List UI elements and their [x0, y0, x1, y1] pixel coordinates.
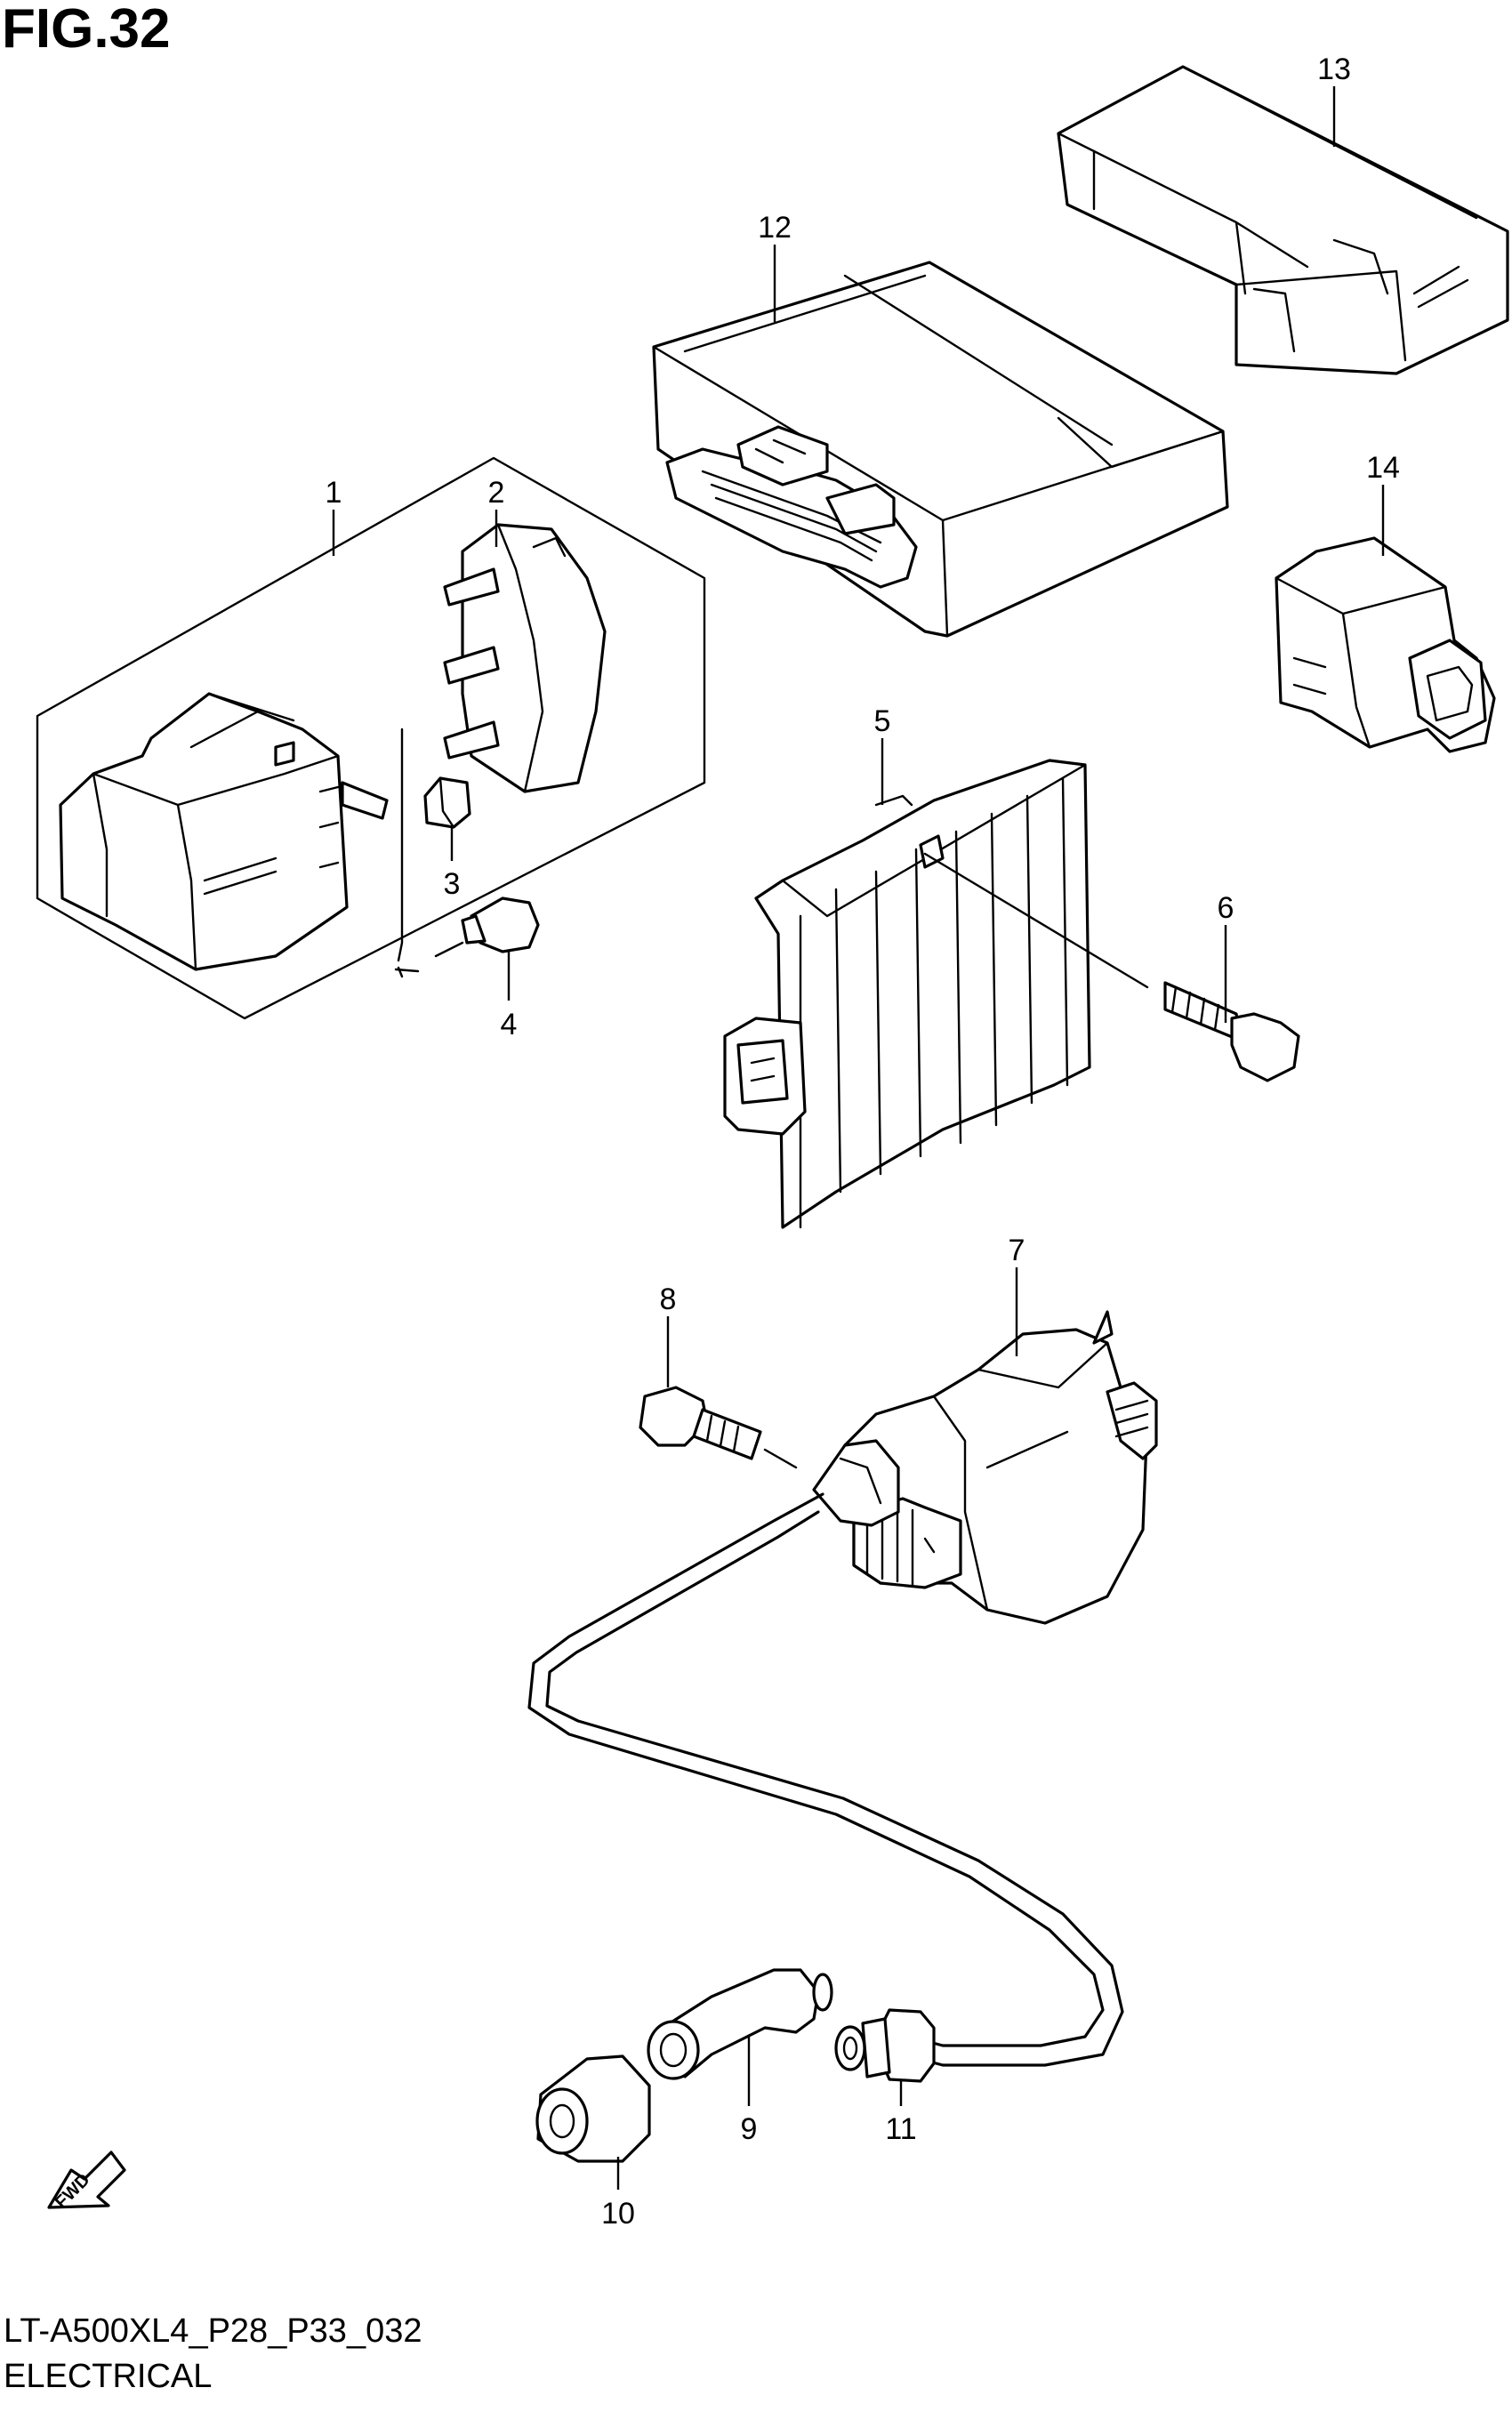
callout-14: 14 [1366, 451, 1400, 485]
callout-4: 4 [501, 1008, 518, 1041]
part-1-relay-group[interactable] [36, 456, 706, 1020]
part-3-fuse[interactable] [423, 776, 471, 829]
callout-10: 10 [601, 2197, 635, 2231]
part-11-cable-cap[interactable] [834, 2008, 936, 2083]
callout-12: 12 [758, 211, 792, 245]
part-10-plug-cover[interactable] [535, 2054, 651, 2163]
callout-1: 1 [326, 476, 342, 510]
callout-6: 6 [1218, 891, 1235, 925]
part-5-to-6-alignment-line [923, 852, 1149, 989]
figure-title: FIG.32 [2, 0, 171, 60]
part-2-fuse-holder[interactable] [443, 523, 607, 793]
callout-11: 11 [885, 2112, 916, 2146]
callout-2: 2 [488, 476, 505, 510]
callout-8: 8 [660, 1282, 677, 1316]
figure-code: LT-A500XL4_P28_P33_032 [4, 2312, 422, 2350]
part-5-regulator-rectifier[interactable] [723, 759, 1091, 1229]
part-7-ignition-coil[interactable] [812, 1310, 1158, 1625]
part-6-bolt[interactable] [1163, 981, 1300, 1082]
part-12-ecm-unit[interactable] [652, 261, 1229, 638]
part-4-screw[interactable] [394, 896, 540, 973]
callout-3: 3 [444, 867, 461, 901]
section-title: ELECTRICAL [4, 2358, 213, 2395]
part-13-ecm-bracket[interactable] [1057, 65, 1509, 375]
part-8-bolt[interactable] [639, 1386, 798, 1469]
high-tension-cable[interactable] [527, 1492, 1124, 2067]
part-14-relay[interactable] [1275, 536, 1496, 753]
callout-13: 13 [1317, 52, 1351, 86]
callout-7: 7 [1009, 1234, 1025, 1267]
callout-5: 5 [874, 704, 891, 738]
part-9-spark-plug-cap[interactable] [647, 1968, 833, 2080]
fwd-direction-indicator: FWD [47, 2151, 126, 2213]
callout-9: 9 [741, 2112, 758, 2146]
